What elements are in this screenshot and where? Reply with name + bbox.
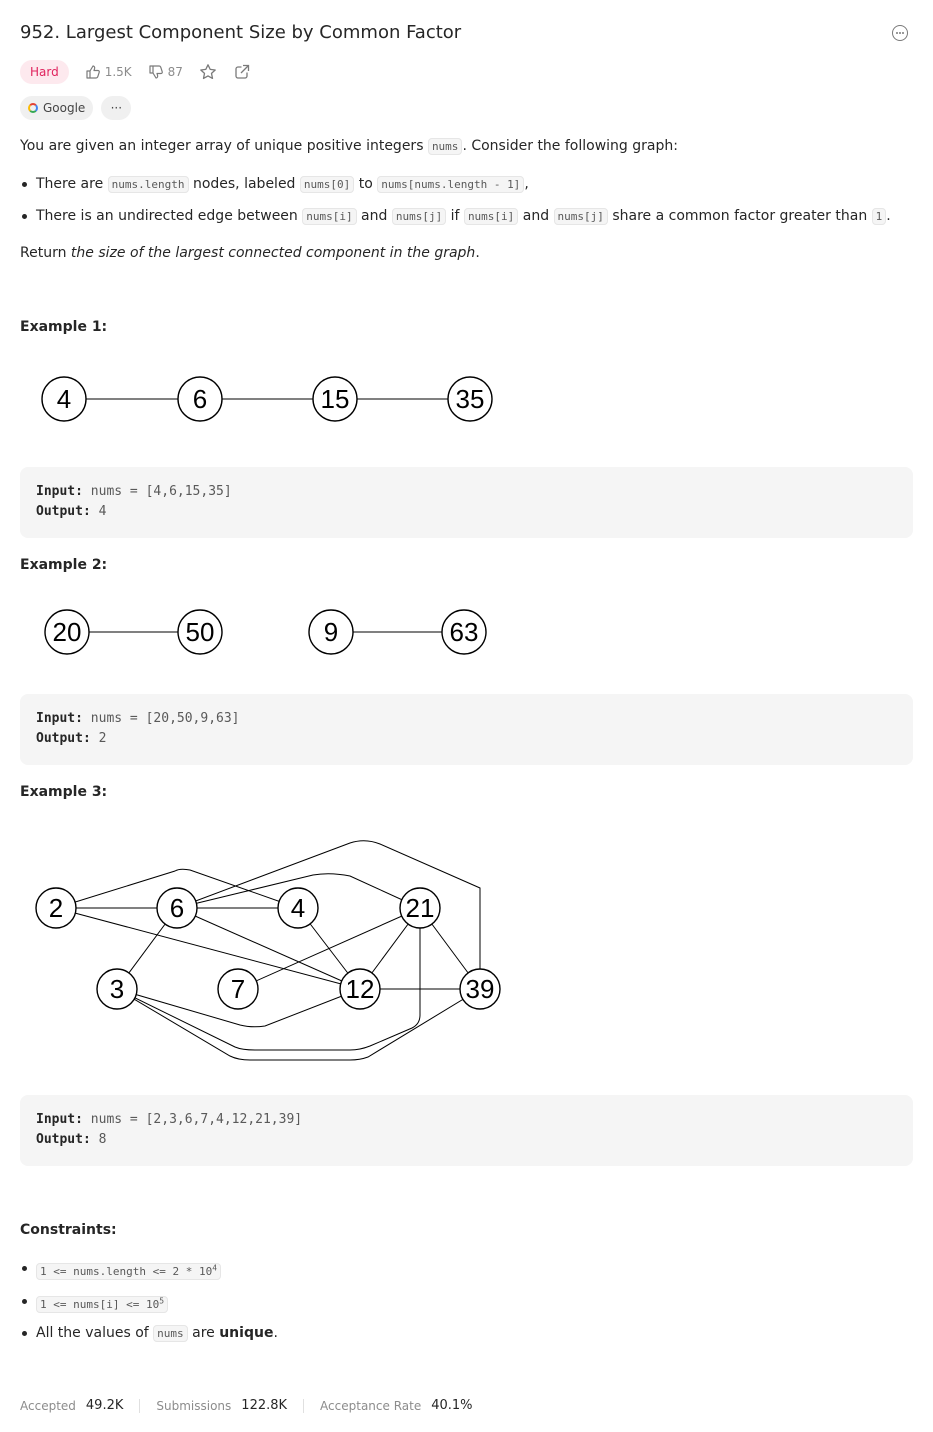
example-2-heading: Example 2: xyxy=(20,557,108,573)
problem-title: 952. Largest Component Size by Common Fa… xyxy=(20,22,462,43)
graph-node: 4 xyxy=(277,887,319,929)
dislike-button[interactable]: 87 xyxy=(148,64,183,80)
company-tag-google[interactable]: Google xyxy=(20,96,94,120)
problem-meta: Hard 1.5K 87 xyxy=(20,60,251,84)
accepted-label: Accepted xyxy=(20,1398,76,1413)
thumbs-up-icon xyxy=(86,65,100,79)
constraints-heading: Constraints: xyxy=(20,1222,117,1238)
like-count: 1.5K xyxy=(104,65,132,79)
graph-node: 20 xyxy=(44,609,90,655)
share-button[interactable] xyxy=(233,63,251,81)
description-bullet-2: There is an undirected edge between nums… xyxy=(22,206,891,227)
svg-text:4: 4 xyxy=(291,893,305,923)
graph-node: 4 xyxy=(41,376,87,422)
svg-text:2: 2 xyxy=(49,893,63,923)
graph-node: 63 xyxy=(441,609,487,655)
favorite-button[interactable] xyxy=(199,63,217,81)
example-1-graph: 4 6 15 35 xyxy=(41,376,493,422)
constraint-3: All the values of nums are unique. xyxy=(22,1323,278,1344)
example-2-graph: 20 50 9 63 xyxy=(44,609,487,655)
svg-text:35: 35 xyxy=(456,384,485,414)
example-1-heading: Example 1: xyxy=(20,319,108,335)
svg-text:12: 12 xyxy=(346,974,375,1004)
company-tag-label: Google xyxy=(43,101,86,115)
divider xyxy=(139,1398,141,1413)
graph-node: 3 xyxy=(96,968,138,1010)
svg-text:39: 39 xyxy=(466,974,495,1004)
submission-stats: Accepted 49.2K Submissions 122.8K Accept… xyxy=(20,1398,473,1413)
graph-node: 7 xyxy=(217,968,259,1010)
acceptance-rate-value: 40.1% xyxy=(431,1398,473,1413)
difficulty-badge: Hard xyxy=(20,60,69,84)
graph-node: 6 xyxy=(177,376,223,422)
svg-text:7: 7 xyxy=(231,974,245,1004)
description-bullet-1: There are nums.length nodes, labeled num… xyxy=(22,174,529,195)
graph-node: 15 xyxy=(312,376,358,422)
share-icon xyxy=(235,64,250,79)
divider xyxy=(303,1398,305,1413)
more-tags-button[interactable]: ··· xyxy=(101,96,132,120)
more-options-icon[interactable] xyxy=(892,25,908,41)
svg-text:4: 4 xyxy=(57,384,71,414)
svg-text:6: 6 xyxy=(193,384,207,414)
svg-text:21: 21 xyxy=(406,893,435,923)
description-return: Return the size of the largest connected… xyxy=(20,245,480,261)
svg-text:50: 50 xyxy=(186,617,215,647)
acceptance-rate-label: Acceptance Rate xyxy=(320,1398,422,1413)
svg-text:20: 20 xyxy=(53,617,82,647)
description-intro: You are given an integer array of unique… xyxy=(20,138,678,155)
example-3-heading: Example 3: xyxy=(20,784,108,800)
google-icon xyxy=(28,103,38,113)
constraint-1: 1 <= nums.length <= 2 * 104 xyxy=(21,1258,222,1282)
star-icon xyxy=(200,64,216,80)
example-3-graph: 2 6 4 21 3 7 12 39 xyxy=(35,840,501,1061)
submissions-label: Submissions xyxy=(156,1398,232,1413)
accepted-value: 49.2K xyxy=(85,1398,124,1413)
dislike-count: 87 xyxy=(167,65,183,79)
graph-node: 6 xyxy=(156,887,198,929)
graph-node: 9 xyxy=(308,609,354,655)
svg-text:6: 6 xyxy=(170,893,184,923)
graph-node: 2 xyxy=(35,887,77,929)
graph-node: 39 xyxy=(459,968,501,1010)
svg-text:15: 15 xyxy=(321,384,350,414)
like-button[interactable]: 1.5K xyxy=(85,64,132,80)
constraint-2: 1 <= nums[i] <= 105 xyxy=(21,1291,169,1315)
svg-text:3: 3 xyxy=(110,974,124,1004)
svg-text:9: 9 xyxy=(324,617,338,647)
graph-node: 35 xyxy=(447,376,493,422)
svg-text:63: 63 xyxy=(450,617,479,647)
example-2-code-block: Input: nums = [20,50,9,63] Output: 2 xyxy=(20,694,913,765)
graph-node: 12 xyxy=(339,968,381,1010)
graph-node: 21 xyxy=(399,887,441,929)
example-1-code-block: Input: nums = [4,6,15,35] Output: 4 xyxy=(20,467,913,538)
example-3-code-block: Input: nums = [2,3,6,7,4,12,21,39] Outpu… xyxy=(20,1095,913,1166)
submissions-value: 122.8K xyxy=(241,1398,288,1413)
graph-node: 50 xyxy=(177,609,223,655)
topic-tags: Google ··· xyxy=(20,96,132,120)
thumbs-down-icon xyxy=(149,65,163,79)
